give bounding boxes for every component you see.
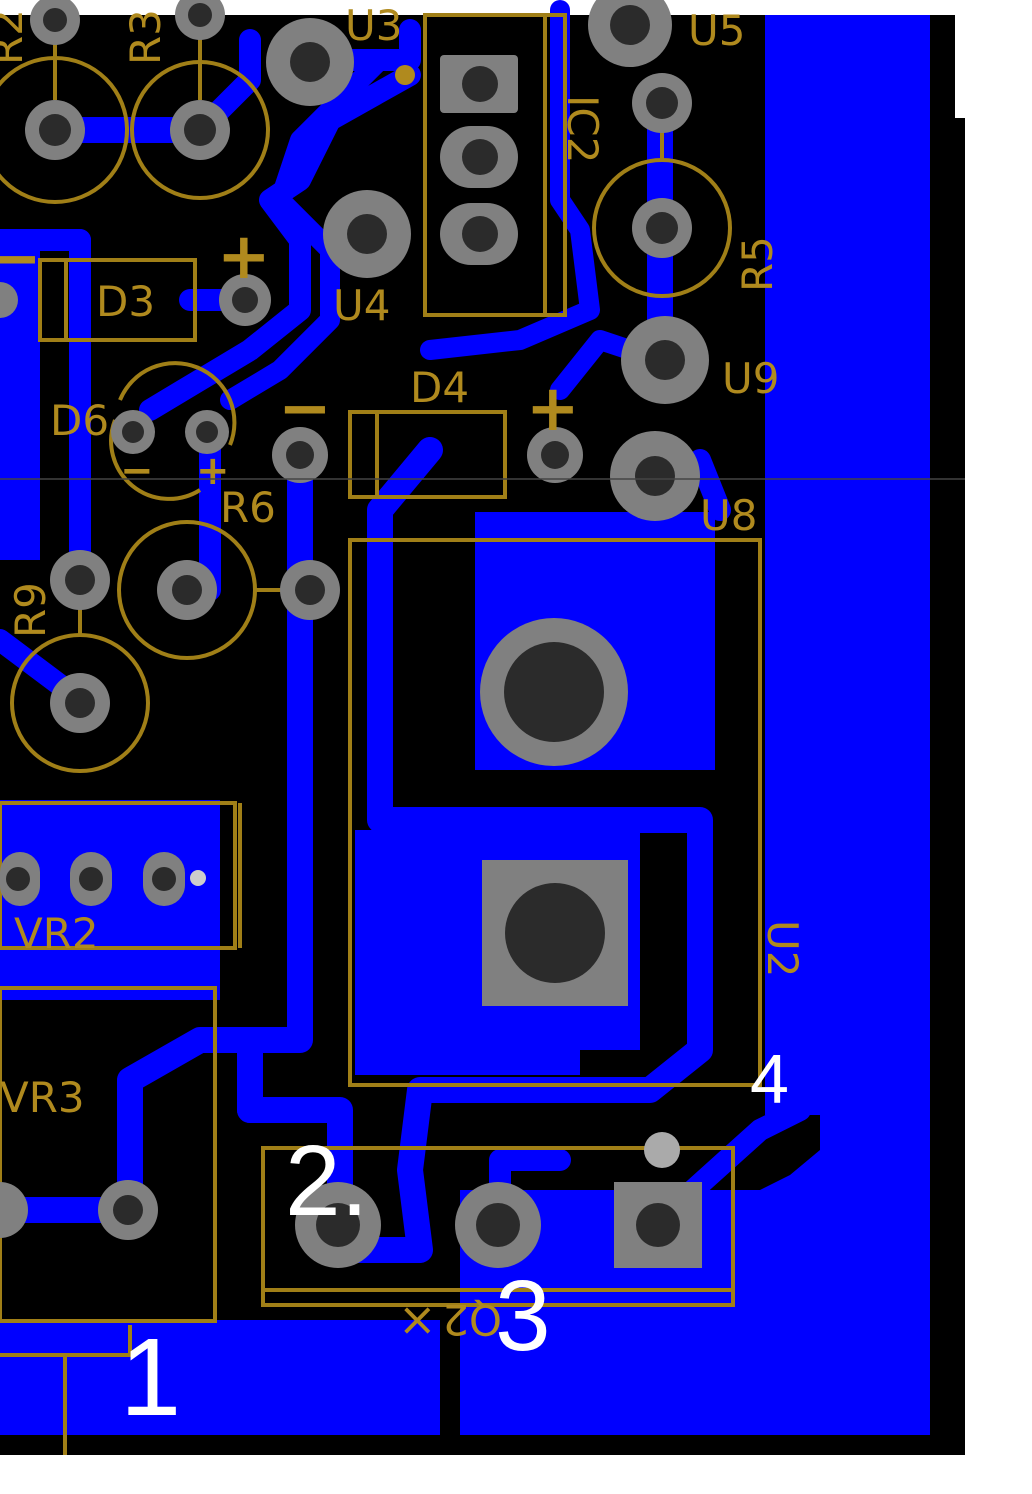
silkscreen-outlines	[0, 13, 762, 1455]
annotation-1: 1	[120, 1316, 181, 1439]
label-d6: D6	[50, 396, 109, 445]
annotation-4: 4	[750, 1040, 789, 1118]
plus-mark-d6: +	[196, 448, 230, 494]
silkscreen-labels: R2 R3 U3 U5 IC2 R5 D3 U4 U9 D4 D6 R6 U8 …	[0, 1, 807, 1346]
pads	[0, 0, 709, 1268]
label-vr2: VR2	[14, 909, 99, 958]
label-u9: U9	[722, 354, 779, 403]
label-r3: R3	[121, 9, 170, 65]
annotations: 1 2. 3 4	[120, 1040, 789, 1439]
label-ic2: IC2	[558, 95, 607, 163]
label-q2: Q2	[442, 1295, 502, 1344]
polarity-marks: + + + − − −	[0, 220, 580, 494]
label-r6: R6	[220, 483, 276, 532]
label-u4: U4	[333, 281, 390, 330]
board-top-white-notch	[955, 15, 965, 118]
label-u5: U5	[688, 6, 745, 55]
annotation-3: 3	[495, 1260, 551, 1372]
label-r5: R5	[733, 236, 782, 292]
label-vr3: VR3	[0, 1073, 85, 1122]
annotation-2: 2.	[285, 1125, 368, 1237]
label-u8: U8	[700, 491, 757, 540]
plus-mark-d4: +	[526, 372, 580, 446]
cross-mark: ×	[398, 1292, 437, 1346]
minus-mark-d3: −	[0, 222, 42, 296]
label-r9: R9	[6, 582, 55, 638]
plus-mark-d3: +	[217, 220, 271, 294]
label-d3: D3	[96, 277, 155, 326]
minus-mark-d6: −	[120, 448, 154, 494]
label-r2: R2	[0, 9, 32, 65]
minus-mark-d4: −	[278, 372, 332, 446]
label-u3: U3	[345, 1, 402, 50]
label-u2: U2	[758, 920, 807, 977]
label-d4: D4	[410, 363, 469, 412]
